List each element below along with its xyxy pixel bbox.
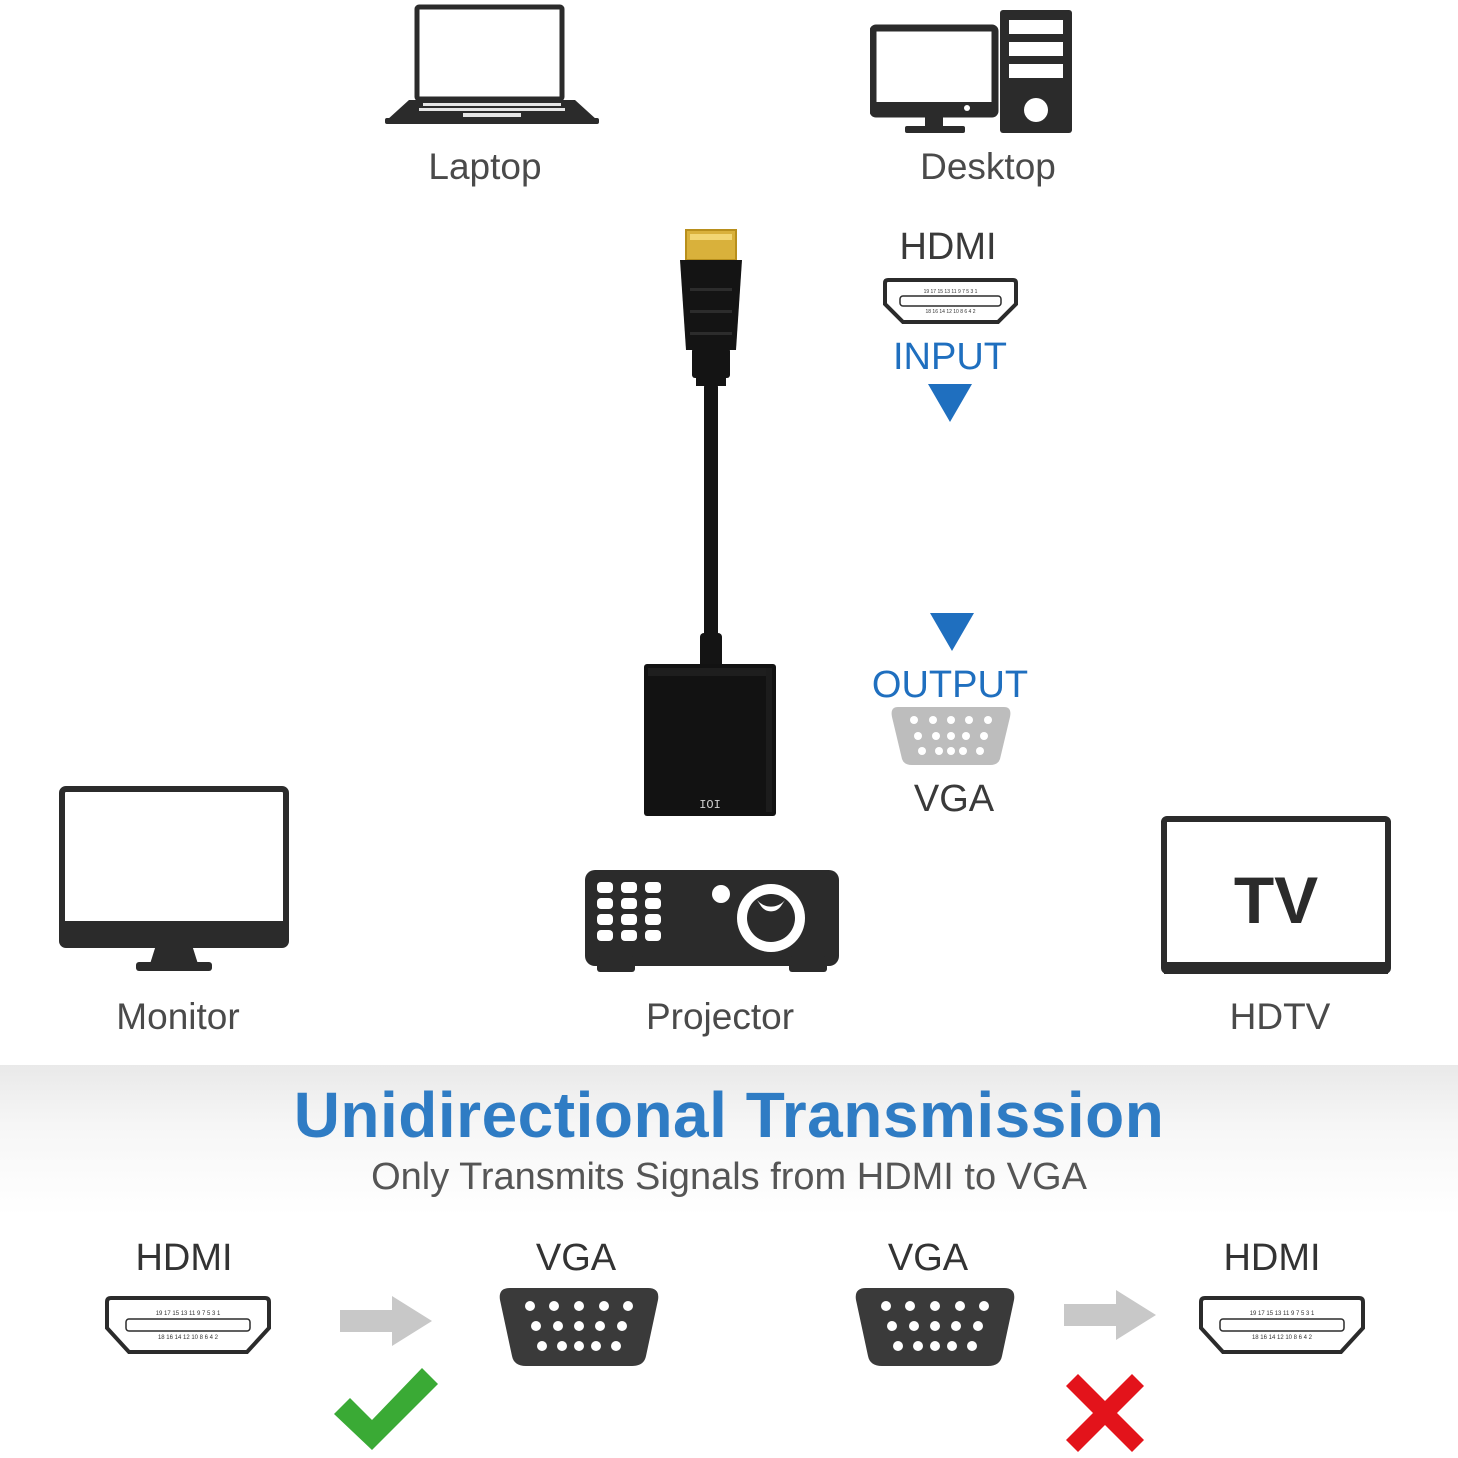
hdmi-port-icon: 19 17 15 13 11 9 7 5 3 1 18 16 14 12 10 …: [105, 1296, 271, 1354]
transmission-title: Unidirectional Transmission: [293, 1079, 1165, 1151]
arrow-right-icon: [1064, 1290, 1156, 1340]
input-hdmi-port: 19 17 15 13 11 9 7 5 3 1 18 16 14 12 10 …: [882, 276, 1019, 326]
hdmi-pin-numbers-bottom: 18 16 14 12 10 8 6 4 2: [158, 1335, 219, 1341]
laptop-icon: [385, 4, 599, 124]
desktop-device: [870, 10, 1074, 135]
hdmi-pin-numbers-bottom: 18 16 14 12 10 8 6 4 2: [1252, 1335, 1313, 1341]
monitor-label: Monitor: [116, 996, 240, 1037]
laptop-device: [385, 4, 599, 126]
desktop-label: Desktop: [920, 146, 1056, 187]
output-port-label: VGA: [913, 778, 995, 820]
transmission-subtitle: Only Transmits Signals from HDMI to VGA: [371, 1156, 1087, 1198]
vga-port-icon: [891, 707, 1011, 765]
close-icon: [1066, 1374, 1144, 1452]
blocked-cross: [1066, 1374, 1144, 1452]
allowed-arrow: [340, 1296, 432, 1346]
tv-icon: [1161, 816, 1391, 974]
allowed-to-label: VGA: [535, 1237, 617, 1279]
output-down-arrow: [930, 613, 974, 653]
blocked-arrow: [1064, 1290, 1156, 1340]
hdmi-port-icon: 19 17 15 13 11 9 7 5 3 1 18 16 14 12 10 …: [1199, 1296, 1365, 1354]
hdtv-device: [1160, 816, 1392, 978]
allowed-to-vga-port: [496, 1286, 662, 1368]
adapter-cable-image: IOI: [644, 229, 776, 816]
monitor-device: [58, 786, 290, 976]
input-label: INPUT: [893, 336, 1007, 378]
hdtv-label: HDTV: [1229, 996, 1331, 1037]
laptop-label: Laptop: [428, 146, 542, 187]
arrow-right-icon: [340, 1296, 432, 1346]
vga-port-marking: IOI: [699, 798, 721, 812]
triangle-down-icon: [928, 384, 972, 422]
blocked-from-vga-port: [852, 1286, 1018, 1368]
blocked-to-label: HDMI: [1223, 1237, 1321, 1279]
monitor-icon: [59, 786, 289, 971]
input-down-arrow: [928, 384, 972, 424]
hdmi-to-vga-adapter: IOI: [640, 228, 780, 818]
blocked-to-hdmi-port: 19 17 15 13 11 9 7 5 3 1 18 16 14 12 10 …: [1198, 1294, 1366, 1356]
hdmi-pin-numbers-top: 19 17 15 13 11 9 7 5 3 1: [156, 1311, 221, 1317]
triangle-down-icon: [930, 613, 974, 651]
input-port-label: HDMI: [899, 226, 997, 268]
allowed-from-hdmi-port: 19 17 15 13 11 9 7 5 3 1 18 16 14 12 10 …: [104, 1294, 272, 1356]
allowed-check: [334, 1368, 438, 1450]
projector-label: Projector: [645, 996, 795, 1037]
check-icon: [334, 1368, 438, 1450]
output-label: OUTPUT: [871, 664, 1029, 706]
vga-port-icon: [855, 1288, 1015, 1366]
allowed-from-label: HDMI: [135, 1237, 233, 1279]
tv-screen-text: TV: [1233, 863, 1319, 937]
hdmi-pin-numbers-bottom: 18 16 14 12 10 8 6 4 2: [925, 309, 975, 315]
projector-device: [585, 866, 841, 976]
blocked-from-label: VGA: [887, 1237, 969, 1279]
vga-pins: [910, 716, 992, 755]
hdmi-pin-numbers-top: 19 17 15 13 11 9 7 5 3 1: [1250, 1311, 1315, 1317]
hdmi-port-icon: 19 17 15 13 11 9 7 5 3 1 18 16 14 12 10 …: [883, 278, 1018, 324]
desktop-icon: [870, 10, 1072, 133]
projector-icon: [585, 870, 839, 972]
hdmi-pin-numbers-top: 19 17 15 13 11 9 7 5 3 1: [924, 289, 978, 295]
vga-port-icon: [499, 1288, 659, 1366]
output-vga-port: [888, 705, 1014, 767]
transmission-panel: [0, 1065, 1458, 1458]
